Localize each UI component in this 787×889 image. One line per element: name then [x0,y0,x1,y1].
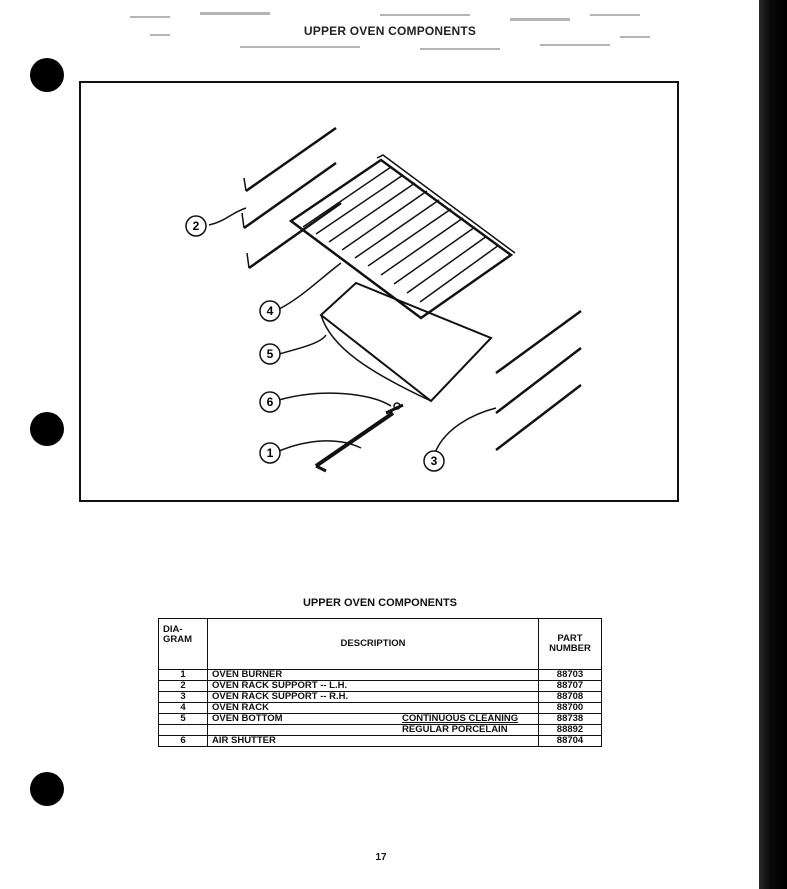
row-diagram: 5 [158,713,208,725]
parts-table: DIA-GRAM DESCRIPTION PART NUMBER 1 OVEN … [158,618,602,747]
row-description: REGULAR PORCELAIN [207,724,539,736]
row-part-number: 88708 [538,691,602,703]
row-description-text: OVEN RACK SUPPORT -- L.H. [212,680,348,691]
row-description-text: OVEN BURNER [212,669,283,680]
scan-noise [130,12,650,50]
table-title: UPPER OVEN COMPONENTS [302,597,458,609]
row-variant [402,703,534,713]
binder-hole-middle [30,412,64,446]
row-part-number: 88703 [538,669,602,681]
row-variant [402,692,534,702]
callout-label: 1 [267,446,274,460]
oven-bottom-drawing [319,281,493,403]
row-description: OVEN BOTTOM CONTINUOUS CLEANING [207,713,539,725]
row-part-number: 88704 [538,735,602,747]
table-row: 6 AIR SHUTTER 88704 [158,735,602,747]
table-row: 3 OVEN RACK SUPPORT -- R.H. 88708 [158,691,602,703]
rack-support-lh-drawing [241,126,342,270]
row-variant: REGULAR PORCELAIN [402,724,508,735]
header-description: DESCRIPTION [207,618,539,670]
row-diagram: 2 [158,680,208,692]
row-diagram: 6 [158,735,208,747]
callout-label: 3 [431,454,438,468]
row-diagram: 1 [158,669,208,681]
binder-hole-bottom [30,772,64,806]
row-diagram: 4 [158,702,208,714]
binder-hole-top [30,58,64,92]
table-row: 5 OVEN BOTTOM CONTINUOUS CLEANING 88738 [158,713,602,725]
callout-label: 5 [267,347,274,361]
row-description-text: OVEN RACK SUPPORT -- R.H. [212,691,349,702]
row-diagram: 3 [158,691,208,703]
rack-support-rh-drawing [495,309,582,451]
oven-rack-drawing [288,154,516,320]
table-row: 4 OVEN RACK 88700 [158,702,602,714]
exploded-parts-diagram: 2 4 5 6 1 3 [79,81,679,502]
callout-label: 4 [267,304,274,318]
scanned-page-edge [759,0,787,889]
table-row: REGULAR PORCELAIN 88892 [158,724,602,736]
row-description: OVEN RACK [207,702,539,714]
oven-components-drawing: 2 4 5 6 1 3 [185,126,582,473]
row-description-text: OVEN RACK [212,702,270,713]
page-number: 17 [375,852,387,863]
row-variant: CONTINUOUS CLEANING [402,713,519,724]
page-header: UPPER OVEN COMPONENTS [303,24,477,38]
table-row: 2 OVEN RACK SUPPORT -- L.H. 88707 [158,680,602,692]
oven-burner-drawing [314,411,395,473]
row-part-number: 88707 [538,680,602,692]
row-variant [402,681,534,691]
row-variant [402,736,534,746]
table-header-row: DIA-GRAM DESCRIPTION PART NUMBER [158,618,602,670]
callout-circles [185,215,445,472]
callout-label: 6 [267,395,274,409]
callout-label: 2 [193,219,200,233]
row-description: OVEN RACK SUPPORT -- L.H. [207,680,539,692]
row-part-number: 88700 [538,702,602,714]
air-shutter-drawing [385,402,404,415]
header-part-number: PART NUMBER [538,618,602,670]
row-description-text: AIR SHUTTER [212,735,276,746]
table-row: 1 OVEN BURNER 88703 [158,669,602,681]
row-diagram [158,724,208,736]
row-description-text: OVEN BOTTOM [212,713,283,724]
row-description: OVEN BURNER [207,669,539,681]
row-variant [402,670,534,680]
row-description: AIR SHUTTER [207,735,539,747]
row-part-number: 88892 [538,724,602,736]
row-description: OVEN RACK SUPPORT -- R.H. [207,691,539,703]
header-diagram: DIA-GRAM [158,618,208,670]
row-part-number: 88738 [538,713,602,725]
